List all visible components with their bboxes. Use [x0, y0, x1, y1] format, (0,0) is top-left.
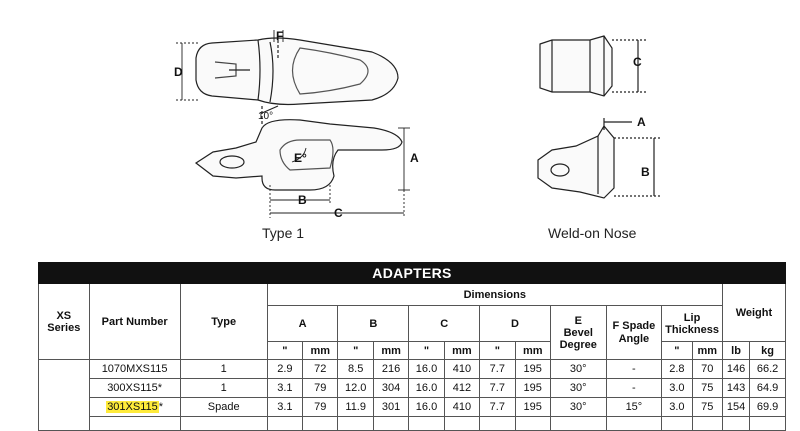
type1-caption: Type 1: [262, 225, 305, 241]
header-type: Type: [179, 283, 268, 360]
dim-label-f: F: [276, 29, 283, 43]
table-title: ADAPTERS: [38, 262, 786, 284]
cell-e: 30°: [549, 378, 607, 398]
dim-label-c-weld: C: [633, 55, 642, 69]
header-series: XS Series: [38, 283, 90, 360]
type1-dimension-lines: [176, 30, 410, 218]
unit-in: ": [408, 341, 445, 360]
unit-kg: kg: [749, 341, 786, 360]
header-e-bevel: E Bevel Degree: [549, 305, 607, 360]
header-d: D: [479, 305, 551, 342]
unit-mm: mm: [514, 341, 551, 360]
table-row: 300XS115* 1 3.1 79 12.0 304 16.0 412 7.7…: [39, 378, 786, 398]
weld-nose-side-view: [537, 118, 660, 199]
header-c: C: [408, 305, 481, 342]
header-f-spade: F Spade Angle: [605, 305, 663, 360]
cell-lip-mm: 70: [691, 359, 723, 379]
adapters-table: ADAPTERS XS Series Part Number Type Dime…: [38, 262, 787, 431]
part-number: 300XS115*: [88, 378, 181, 398]
cell-f: 15°: [605, 397, 663, 417]
cell-b-in: 12.0: [337, 378, 374, 398]
cell-f: -: [605, 359, 663, 379]
unit-mm: mm: [372, 341, 410, 360]
header-weight: Weight: [721, 283, 787, 342]
dim-label-a-type1: A: [410, 151, 419, 165]
cell-lip-in: 3.0: [661, 378, 693, 398]
dim-label-d: D: [174, 65, 183, 79]
cell-lb: 143: [721, 378, 751, 398]
table-row: 301XS115* Spade 3.1 79 11.9 301 16.0 410…: [39, 397, 786, 417]
cell-lb: 154: [721, 397, 751, 417]
dim-label-c-type1: C: [334, 206, 343, 220]
cell-a-in: 3.1: [266, 378, 304, 398]
cell-d-mm: 195: [514, 378, 551, 398]
cell-f: -: [605, 378, 663, 398]
cell-b-mm: 301: [372, 397, 410, 417]
cell-d-in: 7.7: [479, 378, 516, 398]
cell-d-in: 7.7: [479, 359, 516, 379]
cell-c-mm: 410: [443, 397, 481, 417]
series-cell: [38, 359, 90, 431]
cell-b-mm: 304: [372, 378, 410, 398]
unit-mm: mm: [691, 341, 723, 360]
cell-lip-mm: 75: [691, 378, 723, 398]
cell-lip-in: 3.0: [661, 397, 693, 417]
cell-b-in: 8.5: [337, 359, 374, 379]
header-part-number: Part Number: [88, 283, 181, 360]
cell-c-in: 16.0: [408, 359, 445, 379]
technical-drawings: D F 10° E° A B C C A B: [174, 29, 660, 220]
table-row: 1070MXS115 1 2.9 72 8.5 216 16.0 410 7.7…: [38, 359, 786, 431]
cell-a-in: 2.9: [266, 359, 304, 379]
type1-top-view: [195, 37, 399, 106]
cell-lip-mm: 75: [691, 397, 723, 417]
type1-side-view: [194, 105, 403, 191]
cell-a-mm: 72: [302, 359, 339, 379]
cell-d-in: 7.7: [479, 397, 516, 417]
cell-kg: 66.2: [749, 359, 786, 379]
header-b: B: [337, 305, 410, 342]
unit-mm: mm: [302, 341, 339, 360]
dim-label-a-weld: A: [637, 115, 646, 129]
unit-lb: lb: [721, 341, 751, 360]
cell-c-mm: 412: [443, 378, 481, 398]
cell-a-mm: 79: [302, 397, 339, 417]
part-suffix: *: [158, 401, 164, 413]
weld-on-nose-caption: Weld-on Nose: [548, 225, 637, 241]
cell-d-mm: 195: [514, 359, 551, 379]
dim-label-angle: 10°: [258, 111, 273, 122]
cell-a-mm: 79: [302, 378, 339, 398]
header-dimensions: Dimensions: [266, 283, 723, 306]
unit-mm: mm: [443, 341, 481, 360]
cell-c-in: 16.0: [408, 397, 445, 417]
dim-label-b-weld: B: [641, 165, 650, 179]
part-number: 301XS115*: [88, 397, 181, 417]
unit-in: ": [266, 341, 304, 360]
weld-nose-top-view: [539, 35, 646, 97]
type-cell: 1: [179, 378, 268, 398]
cell-b-in: 11.9: [337, 397, 374, 417]
highlighted-part-number: 301XS115: [106, 401, 159, 413]
cell-c-in: 16.0: [408, 378, 445, 398]
cell-e: 30°: [549, 359, 607, 379]
dim-label-e: E°: [294, 151, 307, 165]
cell-a-in: 3.1: [266, 397, 304, 417]
cell-b-mm: 216: [372, 359, 410, 379]
cell-lb: 146: [721, 359, 751, 379]
header-lip: Lip Thickness: [661, 305, 723, 342]
part-number: 1070MXS115: [88, 359, 181, 379]
cell-kg: 69.9: [749, 397, 786, 417]
type-cell: 1: [179, 359, 268, 379]
unit-in: ": [479, 341, 516, 360]
unit-in: ": [661, 341, 693, 360]
dim-label-b-type1: B: [298, 193, 307, 207]
cell-lip-in: 2.8: [661, 359, 693, 379]
cell-kg: 64.9: [749, 378, 786, 398]
cell-c-mm: 410: [443, 359, 481, 379]
unit-in: ": [337, 341, 374, 360]
type-cell: Spade: [179, 397, 268, 417]
cell-e: 30°: [549, 397, 607, 417]
cell-d-mm: 195: [514, 397, 551, 417]
header-a: A: [266, 305, 339, 342]
